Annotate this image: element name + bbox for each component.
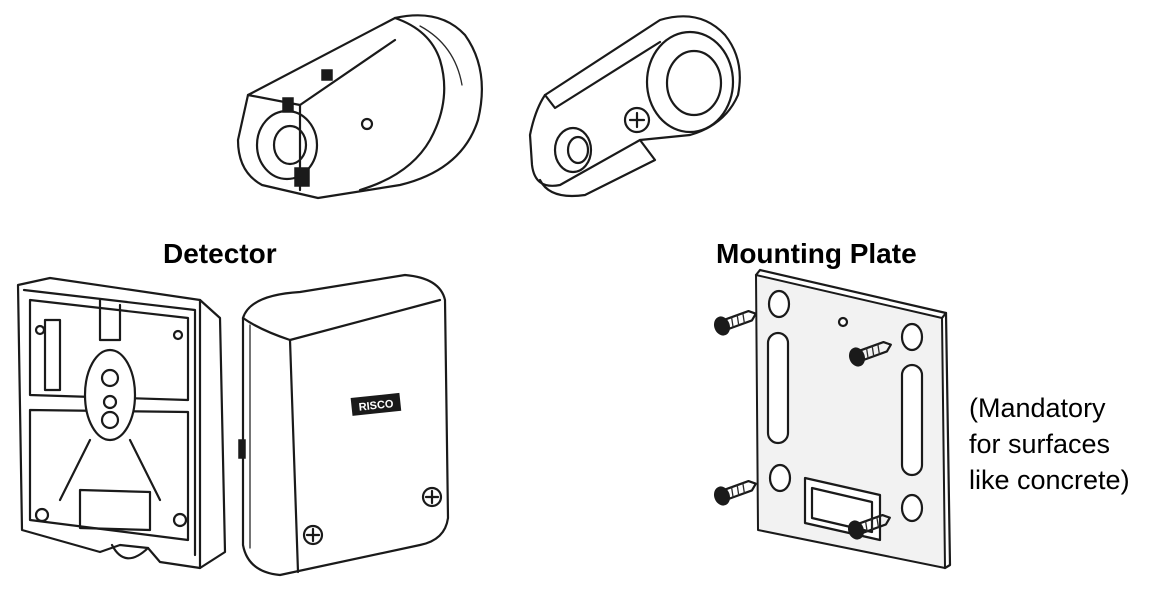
- mounting-plate-note: (Mandatory for surfaces like concrete): [969, 390, 1159, 498]
- mounting-plate-label: Mounting Plate: [716, 238, 917, 269]
- bracket-closed-icon: [236, 14, 483, 200]
- detector-cover-icon: RISCO: [238, 273, 450, 577]
- screw-icon: [713, 309, 892, 540]
- bracket-open-icon: [528, 15, 741, 198]
- mounting-plate-icon: [754, 268, 952, 570]
- detector-label: Detector: [163, 238, 277, 269]
- note-line-2: for surfaces: [969, 429, 1111, 459]
- note-line-3: like concrete): [969, 465, 1130, 495]
- note-line-1: (Mandatory: [969, 393, 1106, 423]
- detector-base-icon: [16, 276, 227, 570]
- cover-logo-text: RISCO: [358, 398, 394, 414]
